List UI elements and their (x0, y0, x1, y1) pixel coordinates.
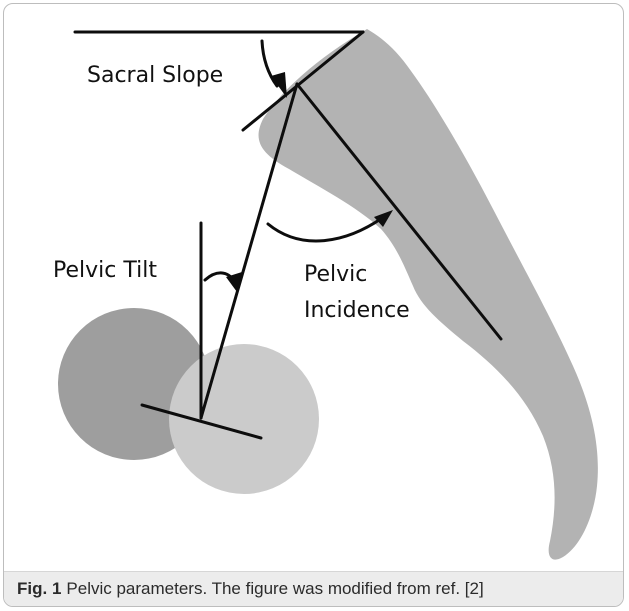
figure-caption-text: Pelvic parameters. The figure was modifi… (66, 579, 483, 599)
pelvic-incidence-label-line1: Pelvic (304, 262, 367, 287)
pelvic-incidence-arc (268, 216, 385, 241)
sacral-slope-arrowhead (271, 72, 287, 98)
pelvic-tilt-label: Pelvic Tilt (53, 258, 157, 283)
figure-caption: Fig. 1 Pelvic parameters. The figure was… (4, 571, 623, 606)
sacral-slope-label: Sacral Slope (87, 63, 223, 88)
figure-caption-label: Fig. 1 (17, 579, 61, 599)
pelvic-parameters-diagram: Sacral Slope Pelvic Tilt Pelvic Incidenc… (4, 4, 624, 574)
pelvic-incidence-label-line2: Incidence (304, 298, 410, 323)
sacrum-shape (259, 29, 598, 560)
figure-frame: Sacral Slope Pelvic Tilt Pelvic Incidenc… (3, 3, 624, 607)
